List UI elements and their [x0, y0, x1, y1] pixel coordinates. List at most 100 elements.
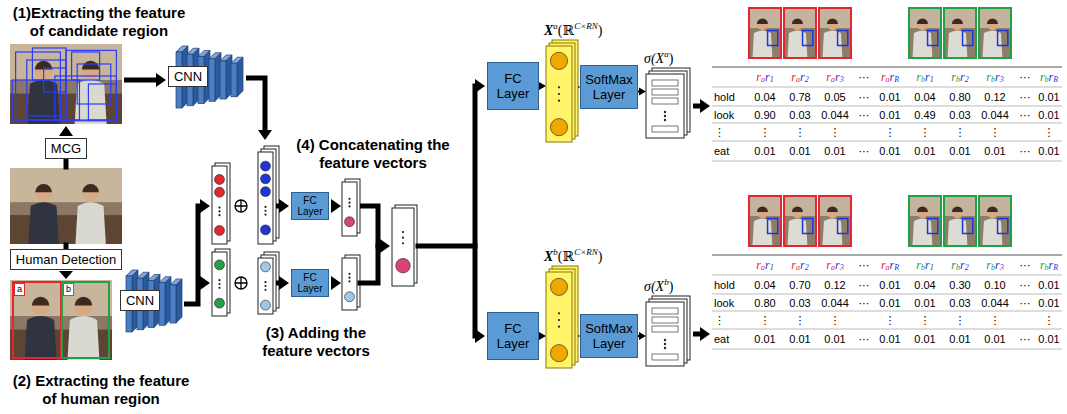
photo-ground — [909, 196, 941, 246]
flow-arrow — [59, 126, 73, 136]
person-hair — [917, 207, 928, 213]
region-pair-header: r — [925, 258, 930, 272]
region-pair-header: r — [765, 70, 770, 84]
probability-cell: ⋮ — [1044, 313, 1055, 327]
arrow-shaft — [693, 332, 701, 337]
vector-unit — [215, 175, 225, 185]
step-heading: (2) Extracting the feature of human regi… — [8, 372, 194, 408]
photo-frame — [784, 8, 816, 58]
person-hair — [757, 19, 768, 25]
arrow-head — [475, 79, 485, 93]
add-cross — [235, 200, 247, 212]
arrow-head — [156, 73, 166, 87]
probability-cell: 0.01 — [1038, 108, 1059, 122]
probability-stack: σ(Xb) — [646, 302, 684, 366]
person-body — [787, 31, 807, 59]
region-pair-header: r — [995, 258, 1000, 272]
probability-cell: 0.30 — [949, 278, 970, 292]
connector-head — [639, 88, 646, 96]
probability-cell: 0.10 — [984, 278, 1005, 292]
photo-ground — [784, 196, 816, 246]
table-rule — [712, 311, 1062, 312]
probability-cell: ⋮ — [920, 313, 931, 327]
region-pair-header: a — [761, 263, 765, 273]
person-hair — [82, 61, 100, 70]
vector-unit — [215, 260, 225, 270]
vector-dot — [402, 242, 404, 244]
node-text: SoftMax Layer — [585, 321, 633, 351]
region-pair-header: b — [1045, 263, 1049, 273]
concatenated-vector — [392, 205, 417, 286]
connector — [539, 332, 546, 340]
method-box: MCG — [45, 138, 87, 159]
region-feature-vector — [258, 146, 279, 244]
region-pair-header: 1 — [770, 263, 774, 273]
photo-frame — [979, 196, 1011, 246]
person-hair — [792, 207, 803, 213]
cnn-label: CNN — [120, 290, 160, 311]
action-name: ⋮ — [714, 313, 725, 327]
math-label: a — [553, 21, 558, 31]
vector-dot — [402, 231, 404, 233]
flow-arrow — [331, 199, 341, 213]
person-head — [757, 207, 768, 218]
probability-cell: ⋮ — [760, 313, 771, 327]
probability-cell: 0.80 — [949, 90, 970, 104]
flow-arrow — [693, 99, 710, 113]
arrow-head — [59, 126, 73, 136]
score-vector: Xb(ℝC×RN) — [546, 272, 572, 368]
person-body — [912, 31, 932, 59]
person-body — [947, 219, 967, 247]
region-pair-header: r — [916, 258, 921, 272]
score-units — [546, 40, 578, 142]
connector — [539, 82, 546, 90]
flow-arrow — [246, 78, 272, 140]
cnn-front — [220, 61, 226, 99]
region-pair-header: b — [991, 263, 995, 273]
person-hair — [952, 19, 963, 25]
region-pair-header: a — [761, 75, 765, 85]
person-hair — [827, 19, 838, 25]
person-head — [757, 19, 768, 30]
vector-dot — [558, 93, 560, 95]
cropped-photo — [749, 196, 781, 246]
step-heading: (3) Adding the feature vectors — [250, 324, 382, 360]
math-label: C×RN — [574, 21, 598, 31]
flow-arrow — [418, 246, 475, 247]
connector-head — [639, 332, 646, 340]
human-feature-vector — [212, 163, 230, 244]
vector-dot — [558, 100, 560, 102]
person-head — [987, 19, 998, 30]
probability-cell: ⋮ — [830, 125, 841, 139]
vector-dot — [218, 206, 220, 208]
probability-dot — [664, 343, 666, 345]
math-label: ) — [669, 279, 674, 294]
arrow-head — [331, 276, 341, 290]
probability-sheet — [646, 74, 684, 138]
person-head — [75, 298, 93, 316]
arrow-shaft — [693, 104, 701, 109]
photo-ground — [10, 44, 122, 124]
arrow-head — [200, 276, 210, 290]
probability-cell: 0.044 — [981, 108, 1009, 122]
fc-layer: FC Layer — [487, 312, 539, 360]
region-pair-header: a — [796, 75, 800, 85]
probability-cell: 0.12 — [984, 90, 1005, 104]
table-rule — [712, 161, 1062, 162]
add-symbol — [235, 200, 247, 212]
candidate-box — [88, 84, 116, 120]
probability-row — [652, 126, 678, 132]
method-box: Human Detection — [10, 249, 122, 270]
photo-ground — [819, 8, 851, 58]
node-graphic — [646, 302, 684, 366]
photo-frame — [749, 196, 781, 246]
probability-row — [652, 326, 678, 332]
vector-frame — [546, 46, 572, 142]
score-units — [546, 266, 578, 368]
table-rule — [712, 87, 1062, 88]
table-rule — [712, 275, 1062, 276]
probability-cell: 0.01 — [824, 144, 845, 158]
person-hair — [757, 207, 768, 213]
probability-cell: ⋯ — [1020, 108, 1031, 122]
